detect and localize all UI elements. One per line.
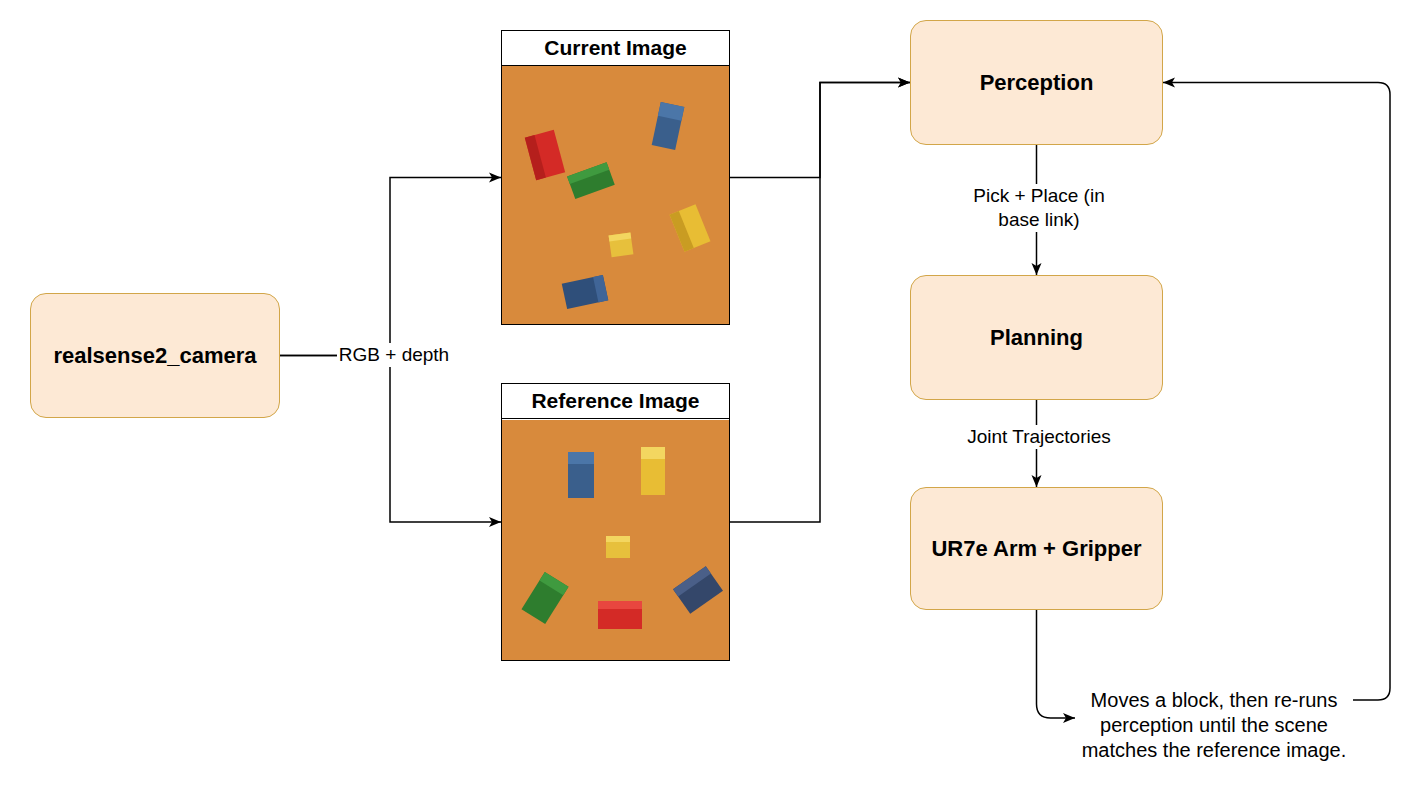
edge-label: RGB + depth (337, 343, 451, 367)
connector (280, 356, 501, 523)
edge-label: Joint Trajectories (965, 425, 1113, 449)
process-box: UR7e Arm + Gripper (910, 487, 1163, 610)
connector (280, 178, 501, 356)
small-yellow-block (609, 232, 634, 257)
image-panel: Reference Image (501, 383, 730, 661)
connector (730, 83, 910, 523)
connector-line (1037, 610, 1076, 718)
box-label: realsense2_camera (49, 339, 260, 373)
panel-title: Current Image (544, 36, 686, 60)
panel-header: Reference Image (502, 384, 729, 419)
reference-photo (501, 420, 730, 661)
panel-title: Reference Image (531, 389, 699, 413)
connector (1037, 83, 1391, 719)
red-block (525, 130, 565, 180)
green-block (521, 572, 568, 624)
box-label: Perception (976, 66, 1098, 100)
box-label: UR7e Arm + Gripper (927, 532, 1145, 566)
connector (730, 83, 910, 178)
connector-line (280, 356, 501, 523)
blue-block (562, 275, 608, 309)
connector-line (730, 83, 910, 178)
box-label: Planning (986, 321, 1087, 355)
panel-header: Current Image (502, 31, 729, 66)
blue-block (568, 452, 594, 498)
blue-block (652, 102, 685, 150)
dark-blue-block (673, 566, 723, 614)
green-block (567, 162, 615, 199)
connector-line (730, 83, 910, 523)
connector-line (1163, 83, 1390, 701)
edge-label: Pick + Place (in base link) (971, 184, 1107, 232)
wood-table (501, 66, 730, 325)
wood-table (501, 420, 730, 661)
process-box: Perception (910, 20, 1163, 145)
red-block (598, 601, 642, 629)
process-box: realsense2_camera (30, 293, 280, 418)
yellow-block (641, 447, 665, 495)
current-photo (501, 66, 730, 325)
small-yellow-block (606, 536, 630, 558)
edge-label: Moves a block, then re-runs perception u… (1078, 688, 1350, 763)
image-panel: Current Image (501, 30, 730, 325)
yellow-block (670, 204, 711, 252)
process-box: Planning (910, 275, 1163, 400)
connector-line (280, 178, 501, 356)
